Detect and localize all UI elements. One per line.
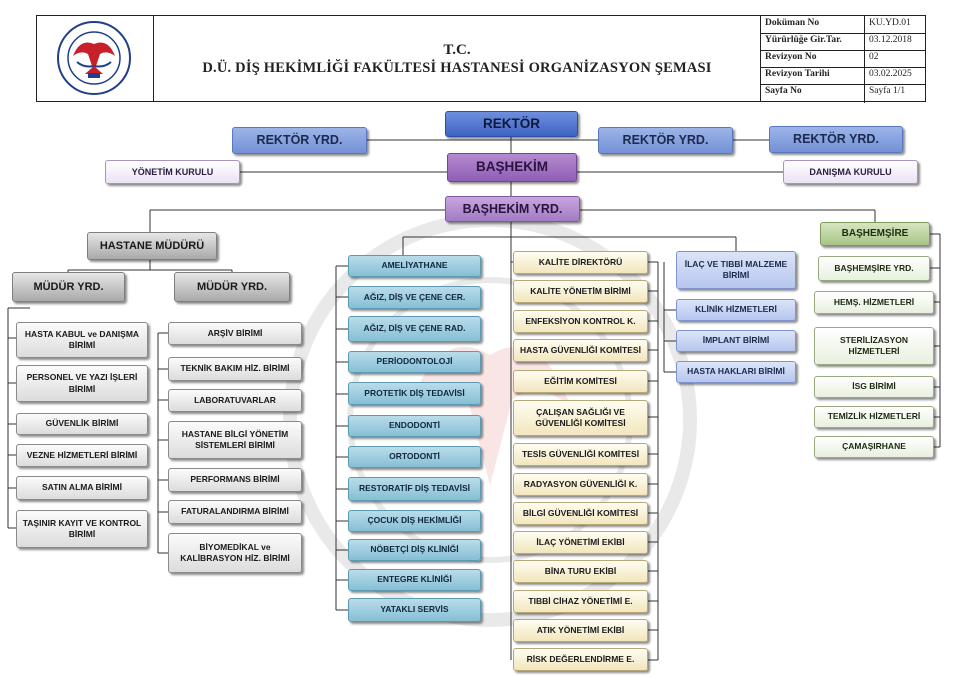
bashekim-box: BAŞHEKİM [447, 153, 577, 182]
clinic-box: NÖBETÇİ DİŞ KLİNİĞİ [348, 539, 481, 561]
clinic-box: AMELİYATHANE [348, 255, 481, 277]
hastane-muduru-box: HASTANE MÜDÜRÜ [87, 232, 217, 260]
rektor-box: REKTÖR [445, 111, 578, 137]
quality-box: RİSK DEĞERLENDİRME E. [513, 648, 648, 671]
unit-box: ARŞİV BİRİMİ [168, 322, 302, 345]
mudur-yrd-box-1: MÜDÜR YRD. [12, 272, 125, 302]
quality-box: HASTA GÜVENLİĞİ KOMİTESİ [513, 339, 648, 362]
medical-unit-box: İLAÇ VE TIBBİ MALZEME BİRİMİ [676, 251, 796, 289]
meta-value: 02 [864, 50, 926, 69]
unit-box: PERSONEL VE YAZI İŞLERİ BİRİMİ [16, 365, 148, 402]
clinic-box: YATAKLI SERVİS [348, 598, 481, 622]
medical-unit-box: HASTA HAKLARI BİRİMİ [676, 361, 796, 383]
clinic-box: ENTEGRE KLİNİĞİ [348, 569, 481, 591]
quality-box: TESİS GÜVENLİĞİ KOMİTESİ [513, 443, 648, 466]
quality-box: BİNA TURU EKİBİ [513, 560, 648, 583]
document-meta-table: Doküman No KU.YD.01 Yürürlüğe Gir.Tar. 03.… [761, 16, 926, 103]
bashekim-yrd-box: BAŞHEKİM YRD. [445, 196, 580, 222]
unit-box: TAŞINIR KAYIT VE KONTROL BİRİMİ [16, 510, 148, 548]
yonetim-kurulu-box: YÖNETİM KURULU [105, 160, 240, 184]
danisma-kurulu-box: DANIŞMA KURULU [783, 160, 918, 184]
bashemsire-yrd-box: BAŞHEMŞİRE YRD. [818, 256, 930, 281]
mudur-yrd-box-2: MÜDÜR YRD. [174, 272, 290, 302]
nursing-unit-box: TEMİZLİK HİZMETLERİ [814, 406, 934, 428]
meta-label: Yürürlüğe Gir.Tar. [765, 35, 842, 45]
meta-label: Revizyon Tarihi [765, 69, 830, 79]
meta-value: 03.12.2018 [864, 33, 926, 52]
meta-row: Yürürlüğe Gir.Tar. 03.12.2018 [761, 33, 926, 52]
clinic-box: ORTODONTİ [348, 446, 481, 468]
clinic-box: ÇOCUK DİŞ HEKİMLİĞİ [348, 510, 481, 532]
meta-value: 03.02.2025 [864, 67, 926, 86]
nursing-unit-box: HEMŞ. HİZMETLERİ [814, 291, 934, 314]
quality-box: İLAÇ YÖNETİMİ EKİBİ [513, 531, 648, 554]
unit-box: SATIN ALMA BİRİMİ [16, 476, 148, 500]
medical-unit-box: KLİNİK HİZMETLERİ [676, 299, 796, 321]
quality-box: ENFEKSİYON KONTROL K. [513, 310, 648, 333]
unit-box: FATURALANDIRMA BİRİMİ [168, 500, 302, 524]
unit-box: TEKNİK BAKIM HİZ. BİRİMİ [168, 357, 302, 381]
unit-box: LABORATUVARLAR [168, 389, 302, 412]
title-line-1: T.C. [443, 41, 471, 58]
title-cell: T.C. D.Ü. DİŞ HEKİMLİĞİ FAKÜLTESİ HASTAN… [154, 16, 761, 101]
meta-value: KU.YD.01 [864, 16, 926, 35]
logo-cell [37, 16, 154, 101]
quality-box: EĞİTİM KOMİTESİ [513, 370, 648, 393]
quality-box: RADYASYON GÜVENLİĞİ K. [513, 473, 648, 496]
unit-box: VEZNE HİZMETLERİ BİRİMİ [16, 444, 148, 467]
unit-box: BİYOMEDİKAL ve KALİBRASYON HİZ. BİRİMİ [168, 533, 302, 573]
document-header: T.C. D.Ü. DİŞ HEKİMLİĞİ FAKÜLTESİ HASTAN… [36, 15, 926, 103]
clinic-box: AĞIZ, DİŞ VE ÇENE RAD. [348, 316, 481, 342]
clinic-box: RESTORATİF DİŞ TEDAVİSİ [348, 477, 481, 501]
clinic-box: ENDODONTİ [348, 415, 481, 437]
clinic-box: PERİODONTOLOJİ [348, 351, 481, 373]
meta-label: Sayfa No [765, 86, 802, 96]
nursing-unit-box: İSG BİRİMİ [814, 376, 934, 398]
clinic-box: AĞIZ, DİŞ VE ÇENE CER. [348, 286, 481, 309]
medical-unit-box: İMPLANT BİRİMİ [676, 330, 796, 352]
unit-box: HASTA KABUL ve DANIŞMA BİRİMİ [16, 322, 148, 358]
meta-label: Revizyon No [765, 52, 817, 62]
rektor-yrd-box-2: REKTÖR YRD. [598, 127, 733, 154]
document-title: D.Ü. DİŞ HEKİMLİĞİ FAKÜLTESİ HASTANESİ O… [202, 59, 712, 76]
clinic-box: PROTETİK DİŞ TEDAVİSİ [348, 382, 481, 405]
quality-box: TIBBİ CİHAZ YÖNETİMİ E. [513, 590, 648, 613]
rektor-yrd-box-1: REKTÖR YRD. [232, 127, 367, 154]
rektor-yrd-box-3: REKTÖR YRD. [769, 126, 903, 153]
unit-box: GÜVENLİK BİRİMİ [16, 413, 148, 435]
meta-row: Revizyon Tarihi 03.02.2025 [761, 67, 926, 86]
quality-box: ÇALIŞAN SAĞLIĞI VE GÜVENLİĞİ KOMİTESİ [513, 400, 648, 436]
meta-row: Revizyon No 02 [761, 50, 926, 69]
nursing-unit-box: STERİLİZASYON HİZMETLERİ [814, 327, 934, 365]
quality-box: KALİTE YÖNETİM BİRİMİ [513, 280, 648, 303]
bashemsire-box: BAŞHEMŞİRE [820, 222, 930, 246]
unit-box: PERFORMANS BİRİMİ [168, 468, 302, 492]
meta-row: Sayfa No Sayfa 1/1 [761, 84, 926, 103]
meta-label: Doküman No [765, 18, 820, 28]
quality-box: KALİTE DİREKTÖRÜ [513, 251, 648, 274]
meta-value: Sayfa 1/1 [864, 84, 926, 103]
meta-row: Doküman No KU.YD.01 [761, 16, 926, 35]
university-logo [57, 21, 131, 95]
quality-box: ATIK YÖNETİMİ EKİBİ [513, 619, 648, 642]
nursing-unit-box: ÇAMAŞIRHANE [814, 436, 934, 458]
quality-box: BİLGİ GÜVENLİĞİ KOMİTESİ [513, 502, 648, 525]
unit-box: HASTANE BİLGİ YÖNETİM SİSTEMLERİ BİRİMİ [168, 421, 302, 459]
